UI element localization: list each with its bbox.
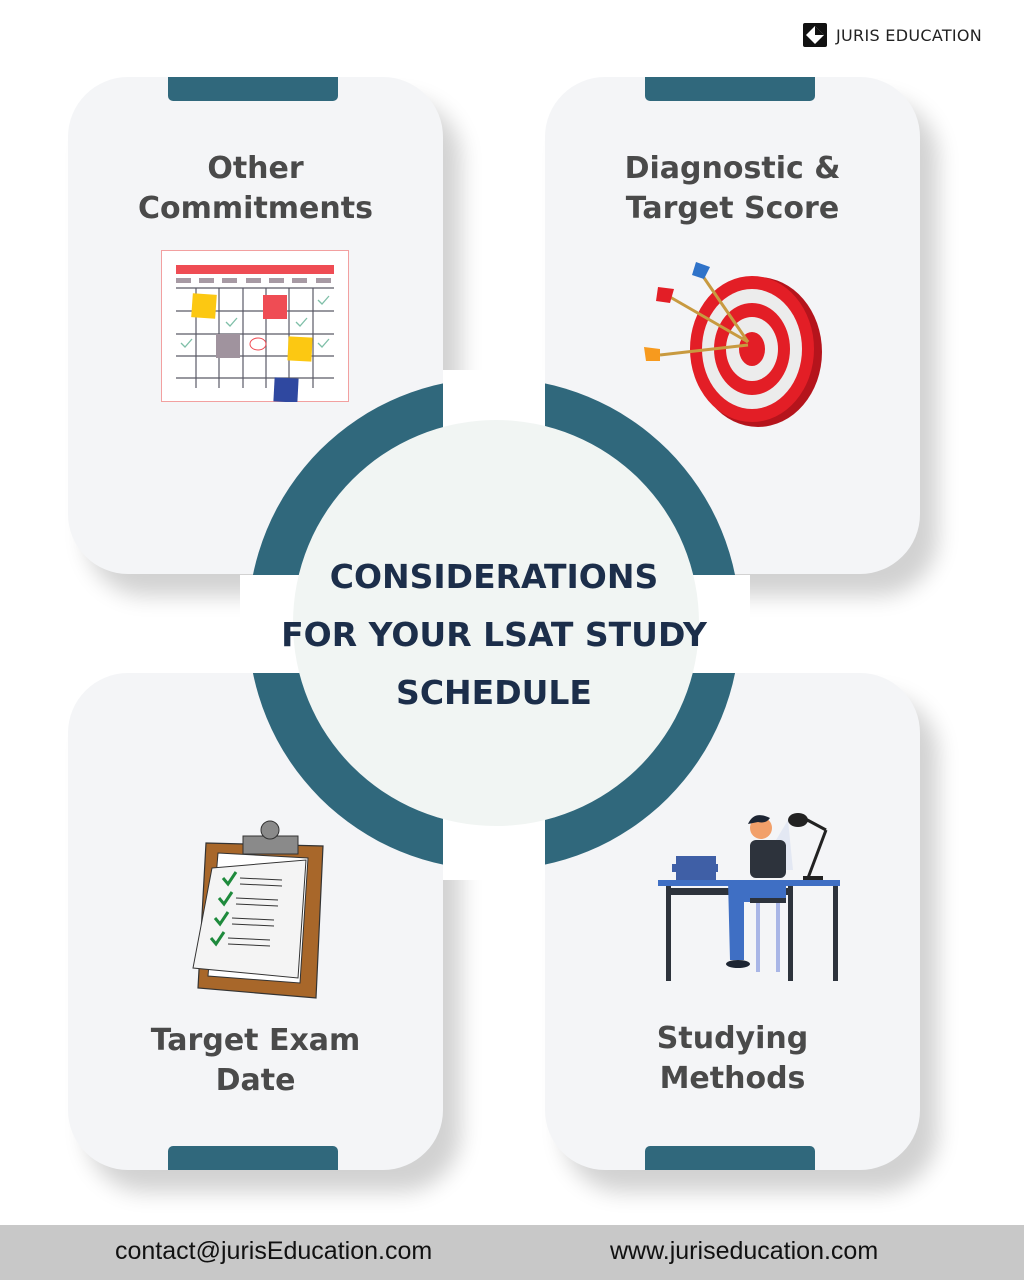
footer-website-link[interactable]: www.juriseducation.com [610, 1237, 879, 1265]
footer: contact@jurisEducation.com www.juriseduc… [0, 1225, 1024, 1280]
brand-name: JURIS EDUCATION [836, 25, 983, 45]
card-title-line: Diagnostic & [624, 151, 841, 186]
card-title: Target Exam Date [68, 1021, 443, 1101]
center-title-line: FOR YOUR LSAT STUDY [281, 615, 707, 654]
card-title: Other Commitments [68, 149, 443, 229]
calendar-icon [161, 250, 349, 402]
center-title-line: CONSIDERATIONS [329, 557, 659, 596]
card-title-line: Date [215, 1063, 296, 1098]
card-title: Diagnostic & Target Score [545, 149, 920, 229]
center-title: CONSIDERATIONS FOR YOUR LSAT STUDY SCHED… [248, 548, 740, 722]
card-title-line: Target Score [625, 191, 840, 226]
card-title-line: Methods [659, 1061, 806, 1096]
card-title: Studying Methods [545, 1019, 920, 1099]
card-tab [645, 1146, 815, 1170]
card-tab [645, 77, 815, 101]
clipboard-checklist-icon [192, 820, 324, 999]
dartboard-target-icon [644, 262, 822, 427]
card-title-line: Commitments [138, 191, 373, 226]
card-tab [168, 77, 338, 101]
card-title-line: Target Exam [150, 1023, 361, 1058]
card-other-commitments: Other Commitments [68, 77, 443, 574]
brand-logo: JURIS EDUCATION [802, 22, 982, 48]
card-diagnostic-target-score: Diagnostic & Target Score [545, 77, 920, 574]
center-circle [293, 420, 699, 826]
student-at-desk-icon [658, 813, 840, 981]
center-title-line: SCHEDULE [396, 673, 592, 712]
card-title-line: Other [207, 151, 304, 186]
card-tab [168, 1146, 338, 1170]
footer-email-link[interactable]: contact@jurisEducation.com [115, 1237, 433, 1265]
card-title-line: Studying [656, 1021, 809, 1056]
juris-diamond-logo-icon [803, 23, 827, 47]
